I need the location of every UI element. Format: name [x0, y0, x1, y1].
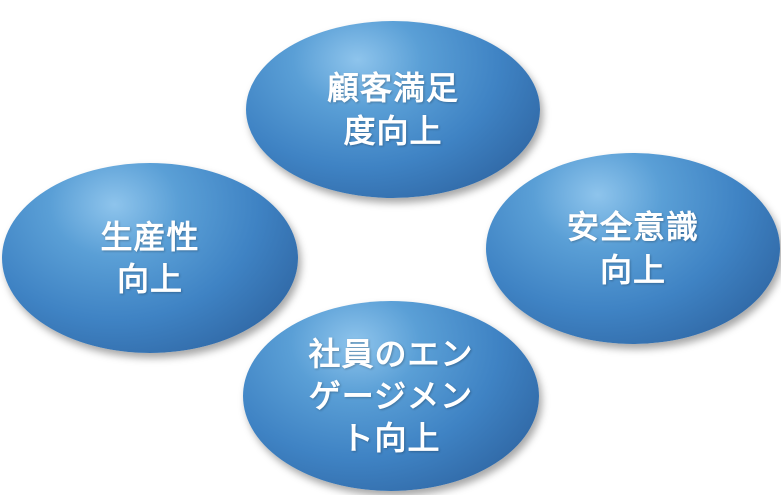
node-label-line: 向上	[116, 260, 183, 298]
node-productivity: 生産性 向上	[2, 163, 298, 353]
node-label: 安全意識 向上	[567, 206, 699, 290]
node-label: 顧客満足 度向上	[327, 67, 459, 151]
node-employee-engagement: 社員のエン ゲージメン ト向上	[243, 301, 539, 491]
node-label-line: 向上	[599, 250, 666, 289]
node-label-line: 安全意識	[566, 208, 699, 247]
node-label-line: 社員のエン	[308, 334, 474, 373]
node-label-line: 顧客満足	[326, 69, 459, 108]
node-customer-satisfaction: 顧客満足 度向上	[246, 21, 540, 198]
node-label-line: 度向上	[343, 111, 443, 150]
node-label-line: ト向上	[341, 419, 441, 458]
node-safety-awareness: 安全意識 向上	[486, 153, 780, 344]
node-label: 社員のエン ゲージメン ト向上	[308, 333, 473, 460]
node-label-line: 生産性	[100, 217, 200, 256]
node-label-line: ゲージメン	[308, 376, 474, 415]
node-label: 生産性 向上	[100, 216, 199, 300]
